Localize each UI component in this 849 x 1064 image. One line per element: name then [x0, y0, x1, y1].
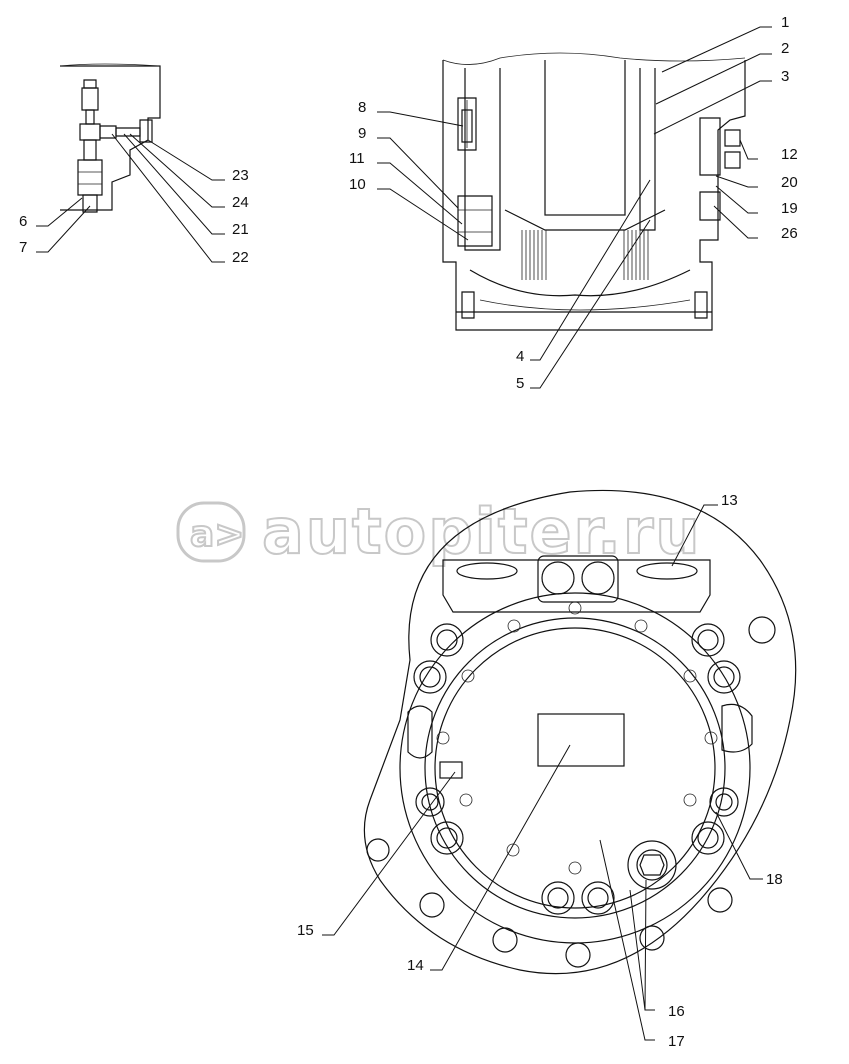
- callout-13: 13: [721, 492, 738, 509]
- callout-1: 1: [781, 14, 789, 31]
- callout-21: 21: [232, 221, 249, 238]
- callout-16: 16: [668, 1003, 685, 1020]
- front-view: [363, 489, 797, 975]
- callout-26: 26: [781, 225, 798, 242]
- callout-6: 6: [19, 213, 27, 230]
- callout-2: 2: [781, 40, 789, 57]
- callout-18: 18: [766, 871, 783, 888]
- callout-23: 23: [232, 167, 249, 184]
- callout-12: 12: [781, 146, 798, 163]
- callout-15: 15: [297, 922, 314, 939]
- callout-labels: 1 2 3 4 5 6 7 8 9 10 11 12 13 14 15 16 1…: [19, 14, 798, 1050]
- leader-lines: [36, 26, 772, 1041]
- callout-3: 3: [781, 68, 789, 85]
- callout-14: 14: [407, 957, 424, 974]
- callout-9: 9: [358, 125, 366, 142]
- callout-17: 17: [668, 1033, 685, 1050]
- watermark-text: autopiter.ru: [262, 495, 702, 568]
- watermark: a> autopiter.ru: [176, 494, 702, 569]
- callout-7: 7: [19, 239, 27, 256]
- callout-24: 24: [232, 194, 249, 211]
- callout-19: 19: [781, 200, 798, 217]
- callout-22: 22: [232, 249, 249, 266]
- section-view: [442, 52, 746, 331]
- callout-10: 10: [349, 176, 366, 193]
- callout-11: 11: [349, 150, 365, 167]
- callout-4: 4: [516, 348, 524, 365]
- callout-5: 5: [516, 375, 524, 392]
- callout-20: 20: [781, 174, 798, 191]
- inner-bolts: [436, 601, 718, 875]
- svg-text:a>: a>: [190, 514, 244, 555]
- callout-8: 8: [358, 99, 366, 116]
- detail-valve-view: [59, 63, 161, 213]
- bolt-heads: [413, 623, 741, 915]
